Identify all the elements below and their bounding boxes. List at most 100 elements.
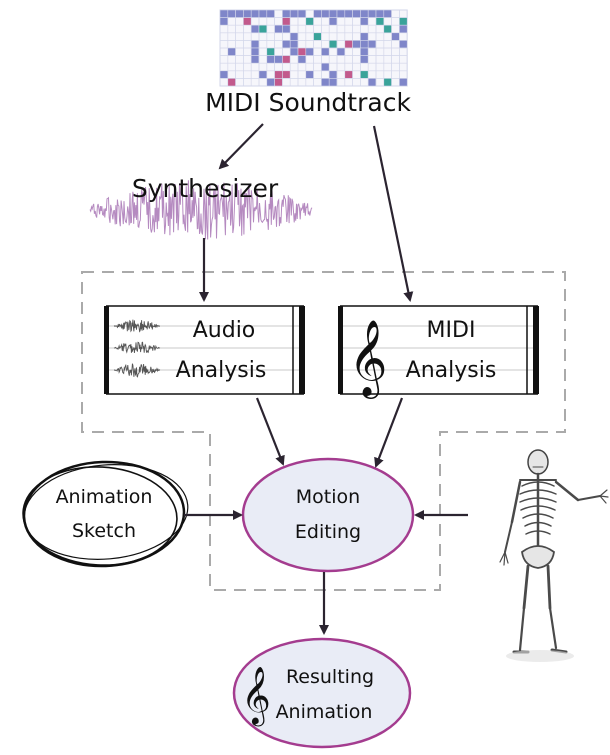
piano-roll-cell [344,70,353,79]
piano-roll-cell [219,17,229,26]
piano-roll-cell [266,9,275,18]
piano-roll-cell [219,9,229,18]
animation-sketch-line1: Animation [56,486,153,508]
piano-roll-cell [328,70,338,79]
piano-roll-cell [250,9,260,18]
piano-roll-cell [235,9,244,18]
piano-roll-cell [282,40,291,49]
piano-roll-cell [282,17,291,26]
piano-roll-cell [282,24,291,34]
piano-roll-cell [360,40,369,49]
piano-roll-cell [289,47,299,56]
treble-clef-icon: 𝄞 [348,319,387,399]
piano-roll-cell [399,78,408,87]
animation-sketch-node: Animation Sketch [22,460,189,568]
arrow-soundtrack-to-synth [218,123,264,170]
piano-roll-cell [336,47,346,56]
midi-analysis-line2: Analysis [406,358,497,383]
piano-roll-cell [297,9,307,18]
piano-roll-cell [258,70,268,79]
piano-roll-cell [375,9,385,18]
piano-roll-cell [391,32,400,41]
motion-editing-line2: Editing [295,521,361,543]
piano-roll-cell [289,40,299,49]
piano-roll-cell [297,47,307,56]
piano-roll-cell [367,9,377,18]
piano-roll-cell [243,17,252,26]
midi-analysis-box: 𝄞 MIDI Analysis [338,305,540,399]
piano-roll-cell [250,47,260,56]
piano-roll-cell [266,78,275,87]
audio-analysis-box: Audio Analysis [104,305,306,395]
resulting-animation-node: 𝄞 Resulting Animation [232,637,412,749]
resulting-animation-line2: Animation [276,701,373,723]
piano-roll-cell [289,32,299,41]
audio-analysis-line2: Analysis [176,358,267,383]
piano-roll-cell [282,55,291,64]
audio-analysis-line1: Audio [193,318,256,343]
piano-roll-cell [274,78,283,87]
piano-roll-cell [328,9,338,18]
piano-roll-cell [399,17,408,26]
piano-roll-cell [250,24,260,34]
synthesizer-label: Synthesizer [132,174,279,203]
piano-roll-cell [219,70,229,79]
piano-roll-cell [367,78,377,87]
arrow-audio-to-motion [255,397,285,466]
piano-roll-cell [321,47,330,56]
motion-editing-node: Motion Editing [241,457,415,573]
piano-roll-cell [383,24,392,34]
piano-roll-cell [258,24,268,34]
piano-roll-cell [360,70,369,79]
piano-roll-cell [328,17,338,26]
piano-roll-cell [266,55,275,64]
waveform-icon [113,319,161,378]
piano-roll-cell [227,78,236,87]
piano-roll-cell [367,40,377,49]
piano-roll-cell [360,47,369,56]
waveform-icon [89,180,313,240]
piano-roll-cell [360,9,369,18]
resulting-animation-line1: Resulting [286,666,374,688]
treble-clef-icon: 𝄞 [241,666,271,727]
piano-roll-cell [227,9,236,18]
piano-roll-cell [313,9,322,18]
motion-editing-line1: Motion [296,486,360,508]
piano-roll-cell [282,70,291,79]
skeleton-icon [499,449,609,662]
piano-roll-cell [243,9,252,18]
piano-roll-cell [360,55,369,64]
piano-roll-cell [321,78,330,87]
piano-roll-cell [352,40,361,49]
piano-roll-cell [305,47,314,56]
piano-roll-cell [328,78,338,87]
piano-roll-cell [321,62,330,72]
piano-roll-cell [282,9,291,18]
piano-roll-cell [344,9,353,18]
midi-analysis-line1: MIDI [427,318,476,343]
piano-roll-cell [289,9,299,18]
piano-roll-cell [328,40,338,49]
piano-roll-icon [219,9,408,87]
piano-roll-cell [250,40,260,49]
piano-roll-cell [305,17,314,26]
piano-roll-cell [266,47,275,56]
piano-roll-cell [297,55,307,64]
piano-roll-cell [399,24,408,34]
piano-roll-cell [274,24,283,34]
piano-roll-cell [305,70,314,79]
piano-roll-cell [321,9,330,18]
piano-roll-cell [383,78,392,87]
piano-roll-cell [399,40,408,49]
synth-waveform-path [89,180,313,240]
arrow-soundtrack-to-midi-analysis [372,125,414,302]
audio-mini-waveform [113,341,161,354]
animation-sketch-line2: Sketch [72,520,136,542]
piano-roll-cell [274,55,283,64]
piano-roll-cell [360,32,369,41]
arrow-midi-to-motion [374,397,404,468]
audio-mini-waveform [113,319,160,333]
piano-roll-cell [336,9,346,18]
